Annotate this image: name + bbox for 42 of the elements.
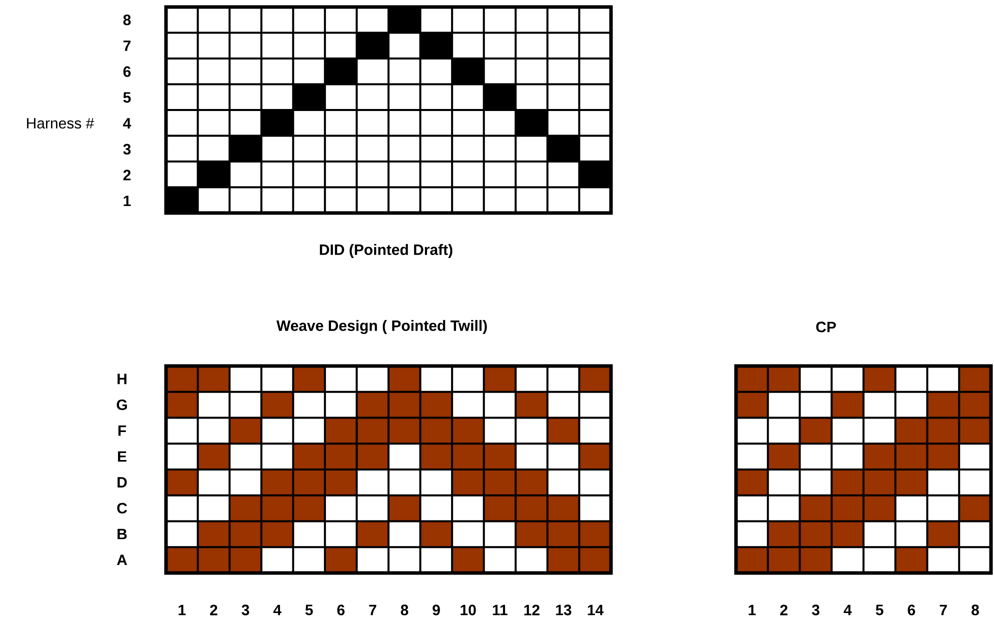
column-label: 12 [524,604,540,616]
row-label: F [118,425,126,436]
row-label: 7 [123,40,131,51]
row-label: 4 [123,118,132,128]
column-label: 3 [242,604,250,616]
column-label: 7 [940,604,947,616]
row-label: G [116,399,127,410]
column-label: 4 [844,604,852,616]
row-label: 6 [123,66,131,77]
row-label: B [118,528,127,540]
panel-title: Weave Design ( Pointed Twill) [276,320,487,334]
column-label: 8 [972,604,979,616]
column-label: 1 [748,604,756,616]
column-label: 3 [812,604,820,616]
axis-label: Harness # [27,118,94,129]
column-label: 11 [492,604,508,616]
column-label: 4 [273,604,282,616]
column-label: 2 [780,604,788,616]
column-label: 10 [460,604,476,616]
column-label: 2 [210,604,218,616]
row-label: 3 [123,144,131,154]
row-label: D [118,477,127,488]
column-label: 6 [337,604,345,616]
column-label: 9 [432,604,440,616]
column-label: 8 [400,604,408,616]
column-label: 5 [305,604,313,616]
row-label: H [118,374,126,384]
row-label: A [116,554,128,566]
panel-title: CP [816,322,836,332]
column-label: 5 [876,604,884,616]
column-label: 14 [588,604,604,616]
column-label: 6 [908,604,916,616]
column-label: 1 [178,604,186,616]
row-label: 2 [123,170,131,180]
row-label: E [118,451,126,462]
row-label: 8 [123,14,131,26]
row-label: 1 [124,196,131,206]
row-label: C [117,502,127,514]
column-label: 7 [369,604,376,616]
row-label: 5 [123,92,131,103]
column-label: 13 [556,604,572,616]
panel-title: DID (Pointed Draft) [320,244,452,258]
